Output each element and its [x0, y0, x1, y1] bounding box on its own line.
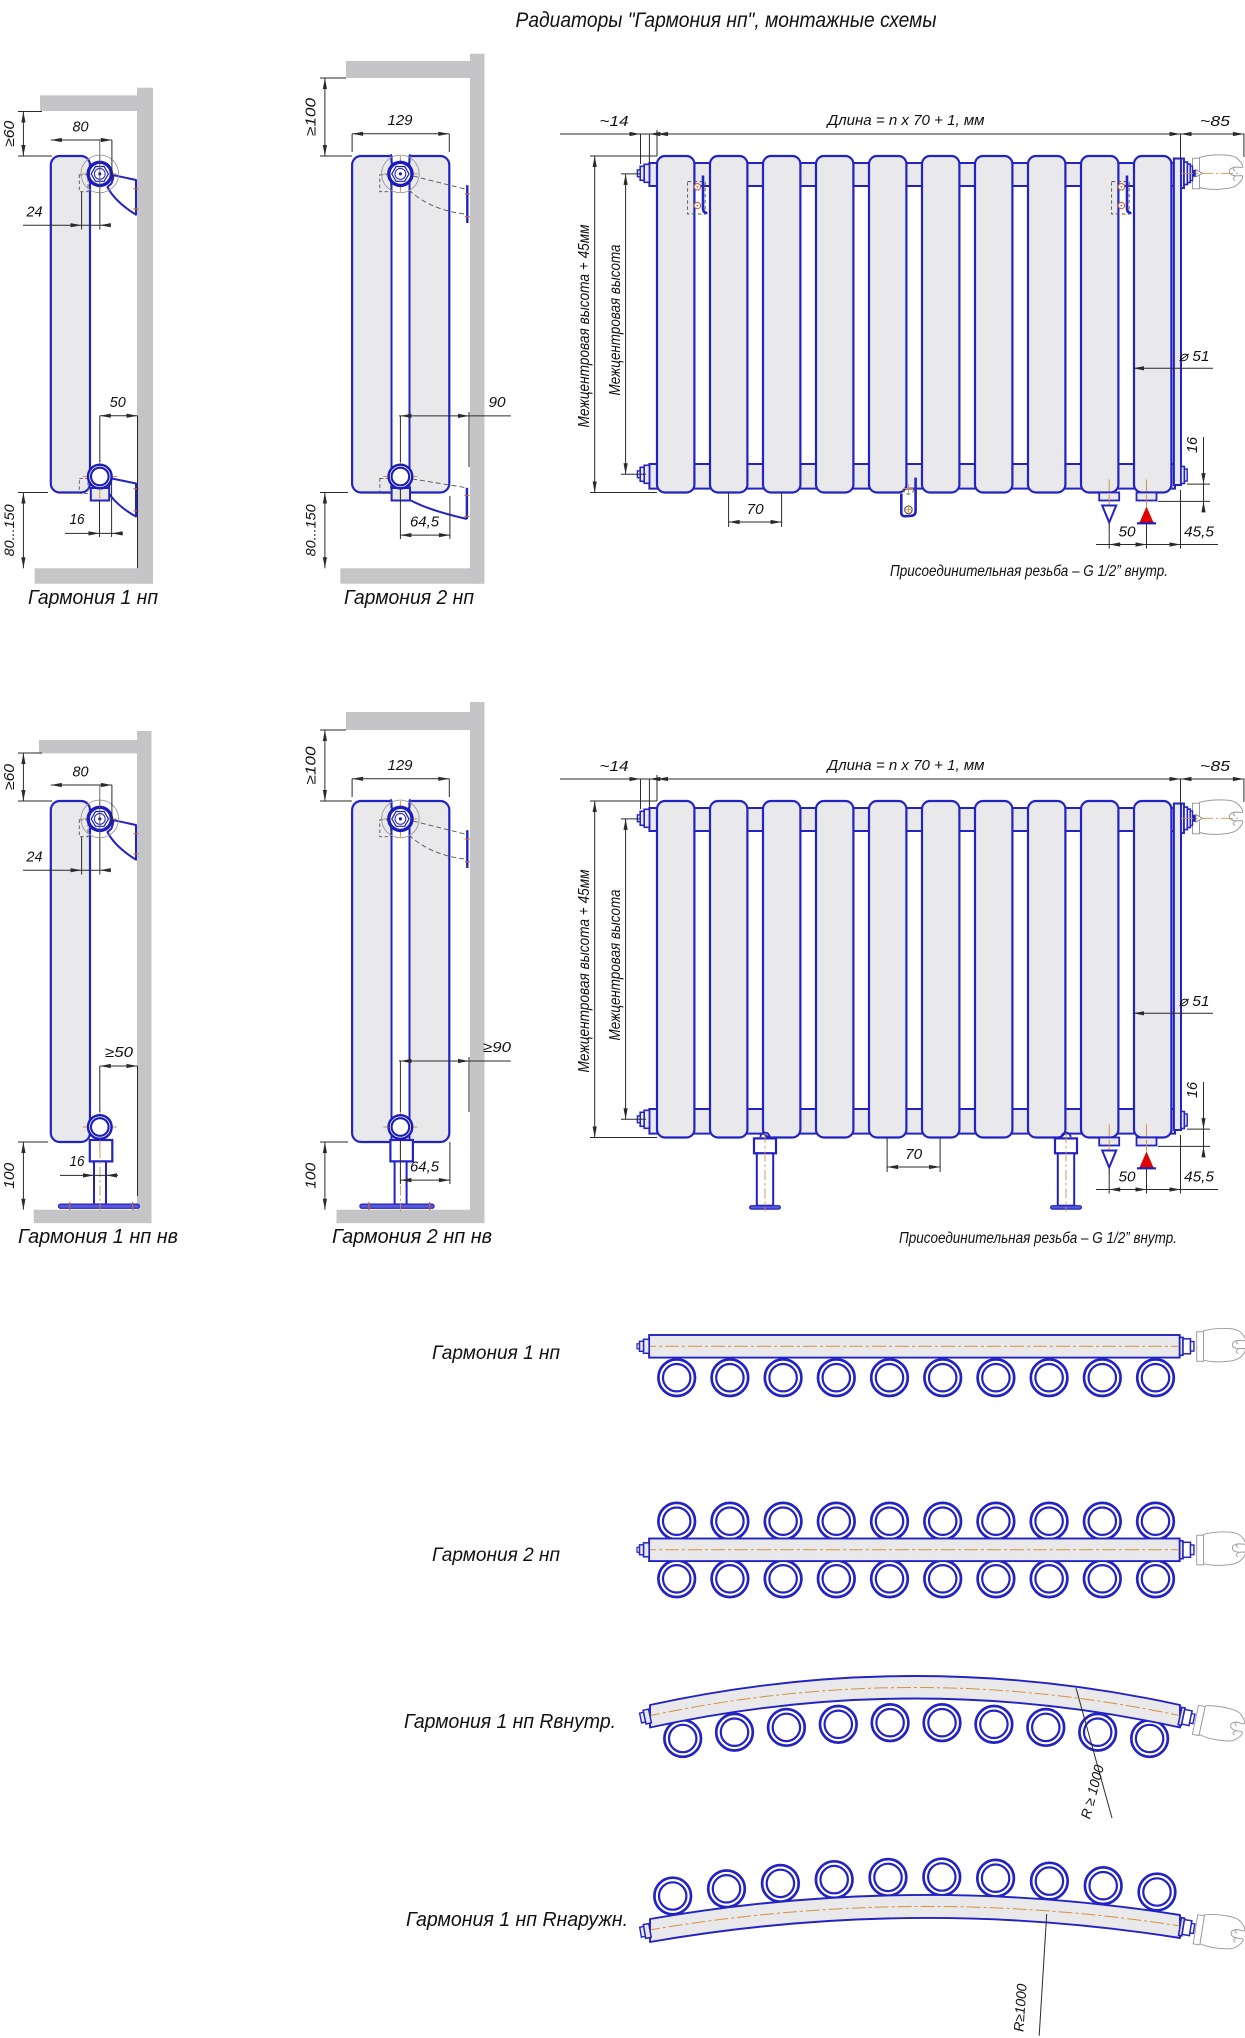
svg-text:100: 100	[304, 1163, 320, 1189]
svg-text:Радиаторы "Гармония нп", монта: Радиаторы "Гармония нп", монтажные схемы	[516, 9, 937, 32]
svg-text:80: 80	[73, 120, 89, 136]
svg-text:Межцентровая высота: Межцентровая высота	[607, 244, 624, 395]
svg-text:R≥1000: R≥1000	[1010, 1983, 1029, 2032]
svg-text:≥50: ≥50	[105, 1045, 133, 1061]
svg-text:Гармония 2 нп: Гармония 2 нп	[432, 1545, 561, 1566]
svg-text:50: 50	[110, 395, 126, 411]
svg-text:45,5: 45,5	[1184, 1170, 1215, 1186]
svg-text:Гармония 1 нп: Гармония 1 нп	[28, 587, 158, 609]
svg-text:16: 16	[1185, 1081, 1201, 1098]
svg-text:90: 90	[489, 395, 506, 411]
svg-text:≥100: ≥100	[304, 747, 320, 785]
svg-text:80...150: 80...150	[2, 504, 17, 557]
svg-text:16: 16	[70, 1154, 86, 1170]
svg-text:80: 80	[73, 765, 89, 781]
svg-text:≥100: ≥100	[304, 98, 320, 136]
svg-text:Длина = n x 70 + 1, мм: Длина = n x 70 + 1, мм	[825, 758, 984, 774]
svg-text:⌀ 51: ⌀ 51	[1179, 349, 1210, 365]
svg-text:Гармония 1 нп Rнаружн.: Гармония 1 нп Rнаружн.	[406, 1909, 628, 1931]
svg-text:~14: ~14	[600, 114, 629, 130]
svg-text:70: 70	[747, 502, 764, 518]
svg-text:129: 129	[388, 113, 413, 129]
svg-text:Гармония 1 нп нв: Гармония 1 нп нв	[18, 1226, 178, 1248]
svg-text:≥60: ≥60	[2, 121, 18, 147]
svg-text:Гармония 1 нп: Гармония 1 нп	[432, 1343, 561, 1364]
svg-text:24: 24	[26, 205, 43, 221]
svg-text:129: 129	[388, 758, 413, 774]
svg-text:≥90: ≥90	[483, 1040, 511, 1056]
svg-text:⌀ 51: ⌀ 51	[1179, 994, 1210, 1010]
svg-text:45,5: 45,5	[1184, 525, 1215, 541]
svg-text:Присоединительная резьба – G 1: Присоединительная резьба – G 1/2” внутр.	[890, 563, 1168, 580]
svg-text:64,5: 64,5	[410, 515, 440, 531]
svg-text:100: 100	[2, 1163, 18, 1189]
svg-text:64,5: 64,5	[410, 1160, 440, 1176]
svg-text:50: 50	[1119, 525, 1136, 541]
svg-text:16: 16	[70, 512, 86, 528]
svg-text:~85: ~85	[1200, 114, 1231, 130]
svg-text:70: 70	[905, 1147, 922, 1163]
svg-text:Межцентровая высота: Межцентровая высота	[607, 889, 624, 1040]
svg-text:~85: ~85	[1200, 759, 1231, 775]
svg-text:80...150: 80...150	[304, 504, 319, 557]
svg-text:Присоединительная резьба – G 1: Присоединительная резьба – G 1/2” внутр.	[899, 1230, 1177, 1247]
svg-text:Межцентровая высота + 45мм: Межцентровая высота + 45мм	[576, 869, 593, 1072]
svg-text:24: 24	[26, 850, 43, 866]
svg-text:Гармония 2 нп: Гармония 2 нп	[344, 587, 474, 609]
svg-text:Длина = n x 70 + 1, мм: Длина = n x 70 + 1, мм	[825, 113, 984, 129]
svg-text:~14: ~14	[600, 759, 629, 775]
svg-text:≥60: ≥60	[2, 764, 18, 790]
svg-text:Гармония 1 нп Rвнутр.: Гармония 1 нп Rвнутр.	[404, 1711, 616, 1733]
svg-text:16: 16	[1185, 436, 1201, 453]
svg-text:50: 50	[1119, 1170, 1136, 1186]
svg-text:Межцентровая высота + 45мм: Межцентровая высота + 45мм	[576, 224, 593, 427]
svg-text:Гармония 2 нп нв: Гармония 2 нп нв	[332, 1226, 492, 1248]
